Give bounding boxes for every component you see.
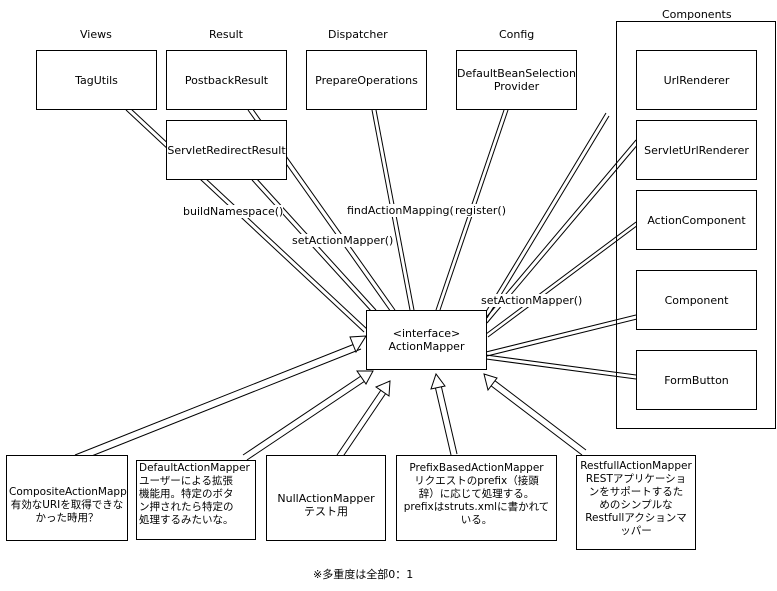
- class-action-component[interactable]: ActionComponent: [636, 190, 757, 250]
- assoc-action-component: [485, 221, 639, 338]
- interface-action-mapper[interactable]: <interface> ActionMapper: [366, 310, 487, 370]
- class-tagutils[interactable]: TagUtils: [36, 50, 157, 110]
- class-tagutils-label: TagUtils: [75, 73, 118, 87]
- class-servlet-url-renderer[interactable]: ServletUrlRenderer: [636, 120, 757, 180]
- edge-label-set-action-mapper-result: setActionMapper(): [292, 234, 394, 247]
- edge-label-set-action-mapper-components: setActionMapper(): [481, 294, 583, 307]
- impl-restful-action-mapper[interactable]: RestfullActionMapper RESTアプリケーショ ンをサポートす…: [576, 455, 696, 550]
- interface-action-mapper-label: ActionMapper: [388, 340, 465, 353]
- edge-label-build-namespace: buildNamespace(): [183, 205, 284, 218]
- impl-prefix-based-action-mapper[interactable]: PrefixBasedActionMapper リクエストのprefix（接頭 …: [396, 455, 557, 541]
- class-default-bean-selection-provider[interactable]: DefaultBeanSelection Provider: [456, 50, 577, 110]
- multiplicity-note: ※多重度は全部0：1: [313, 568, 414, 581]
- group-label-config: Config: [499, 28, 535, 41]
- interface-stereotype: <interface>: [392, 327, 461, 340]
- assoc-url-renderer: [483, 112, 610, 319]
- class-form-button[interactable]: FormButton: [636, 350, 757, 410]
- class-url-renderer[interactable]: UrlRenderer: [636, 50, 757, 110]
- class-servlet-redirect-result-label: ServletRedirectResult: [167, 143, 286, 157]
- group-label-result: Result: [209, 28, 243, 41]
- class-component-label: Component: [664, 293, 729, 307]
- realize-restful: [483, 373, 587, 456]
- class-prepare-operations[interactable]: PrepareOperations: [306, 50, 427, 110]
- class-servlet-url-renderer-label: ServletUrlRenderer: [644, 143, 749, 157]
- class-action-component-label: ActionComponent: [647, 213, 746, 227]
- realize-prefix: [430, 372, 458, 456]
- impl-composite-action-mapper[interactable]: CompositeActionMapper 有効なURIを取得できな かった時用…: [6, 455, 128, 541]
- class-postback-result-label: PostbackResult: [184, 73, 269, 87]
- class-form-button-label: FormButton: [664, 373, 729, 387]
- class-postback-result[interactable]: PostbackResult: [166, 50, 287, 110]
- class-prepare-operations-label: PrepareOperations: [315, 73, 418, 87]
- impl-null-action-mapper[interactable]: NullActionMapper テスト用: [266, 455, 386, 541]
- class-servlet-redirect-result[interactable]: ServletRedirectResult: [166, 120, 287, 180]
- edge-label-find-action-mapping: findActionMapping(): [347, 204, 459, 217]
- impl-default-action-mapper[interactable]: DefaultActionMapper ユーザーによる拡張 機能用。特定のボタ …: [136, 460, 256, 540]
- assoc-component: [485, 314, 638, 357]
- edge-label-register: register(): [455, 204, 507, 217]
- group-label-components: Components: [662, 8, 732, 21]
- class-default-bean-selection-provider-label: DefaultBeanSelection Provider: [457, 67, 576, 93]
- components-package: [616, 21, 776, 429]
- group-label-dispatcher: Dispatcher: [328, 28, 388, 41]
- group-label-views: Views: [80, 28, 112, 41]
- realize-composite: [74, 335, 367, 462]
- class-component[interactable]: Component: [636, 270, 757, 330]
- assoc-form-button: [485, 354, 637, 380]
- class-url-renderer-label: UrlRenderer: [663, 73, 730, 87]
- realize-null: [336, 380, 391, 459]
- realize-default: [242, 370, 374, 461]
- assoc-servlet-url-renderer: [483, 139, 640, 324]
